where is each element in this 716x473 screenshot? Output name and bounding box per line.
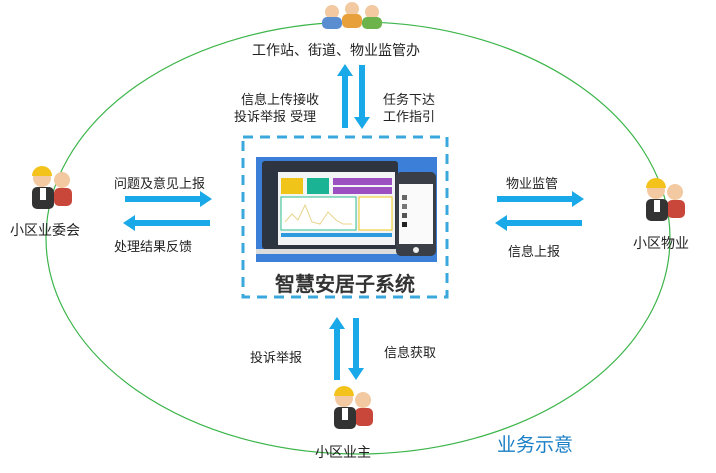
flow-label-task-assign: 任务下达: [383, 93, 436, 108]
node-label-owners-committee: 小区业委会: [10, 223, 80, 239]
arrow-right-right: [497, 191, 584, 207]
node-label-property-management: 小区物业: [633, 236, 689, 252]
flow-label-work-guide: 工作指引: [383, 110, 436, 125]
flow-label-result-feedback: 处理结果反馈: [114, 240, 193, 255]
arrow-right-left: [125, 191, 212, 207]
subsystem-title: 智慧安居子系统: [275, 272, 415, 296]
arrow-down-bottom: [348, 318, 364, 380]
worker-icon-right: [646, 178, 685, 221]
arrow-up-bottom: [329, 317, 345, 380]
worker-icon-bottom: [334, 386, 373, 429]
flow-label-upload: 信息上传接收: [241, 93, 320, 108]
arrow-down-top: [354, 65, 370, 129]
arrow-left-left: [123, 215, 210, 231]
node-label-owners: 小区业主: [315, 445, 371, 461]
flow-label-complaint: 投诉举报: [250, 351, 303, 366]
flow-label-complaint-handling: 投诉举报 受理: [234, 110, 317, 125]
people-group-icon-top: [322, 2, 382, 29]
arrow-left-right: [495, 215, 582, 231]
flow-label-issue-report: 问题及意见上报: [114, 177, 206, 192]
diagram-caption: 业务示意: [497, 434, 574, 456]
worker-icon-left: [32, 166, 72, 209]
system-screenshot-image: [256, 157, 437, 262]
flow-label-info-report: 信息上报: [508, 245, 561, 260]
arrow-up-top: [337, 64, 353, 128]
flow-label-info-access: 信息获取: [384, 346, 437, 361]
flow-arrows: [123, 64, 584, 380]
node-label-government: 工作站、街道、物业监管办: [252, 43, 420, 59]
flow-label-property-supervision: 物业监管: [506, 177, 559, 192]
